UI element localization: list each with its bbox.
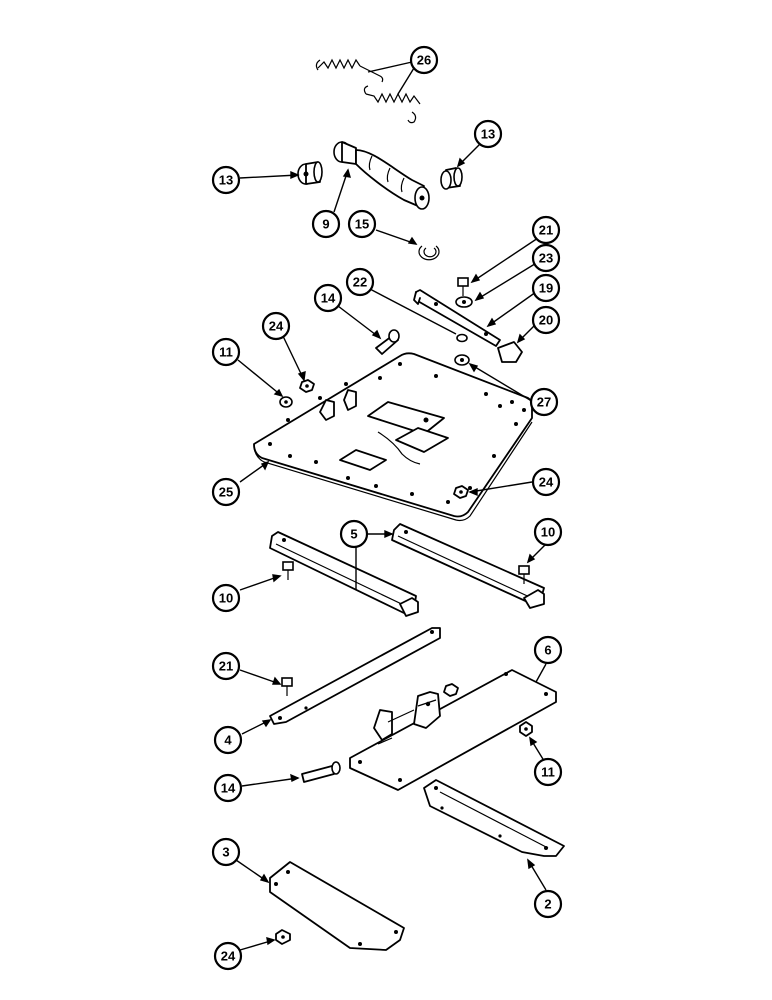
bushing-right (440, 167, 463, 190)
callout-14-lower: 14 (213, 773, 243, 803)
callout-label: 22 (353, 275, 367, 290)
callout-label: 27 (537, 395, 551, 410)
side-plate (269, 861, 405, 951)
callout-label: 20 (539, 313, 553, 328)
callout-4: 4 (213, 725, 243, 755)
bolt-right-10 (518, 565, 530, 584)
callout-24-upper: 24 (261, 311, 291, 341)
callout-label: 23 (539, 251, 553, 266)
callout-label: 14 (221, 781, 236, 796)
callout-label: 10 (219, 591, 233, 606)
callout-14-upper: 14 (313, 283, 343, 313)
callout-label: 2 (544, 897, 551, 912)
mounting-strap (269, 627, 441, 725)
callout-13-left: 13 (211, 165, 241, 195)
nut-right-24 (453, 485, 469, 499)
callout-19: 19 (531, 273, 561, 303)
lower-rail (423, 779, 565, 857)
callout-20: 20 (531, 305, 561, 335)
callout-6: 6 (533, 635, 563, 665)
callout-label: 24 (269, 319, 284, 334)
callout-27: 27 (529, 387, 559, 417)
bracket-plate (349, 669, 557, 791)
lever-plate (413, 289, 501, 347)
lever-knob (497, 341, 523, 363)
bolt-left-10 (282, 561, 294, 580)
callout-label: 24 (221, 949, 236, 964)
callout-26: 26 (409, 45, 439, 75)
callout-label: 24 (539, 475, 554, 490)
callout-label: 3 (222, 845, 229, 860)
callout-label: 6 (544, 643, 551, 658)
callout-15: 15 (347, 209, 377, 239)
bushing-left (297, 161, 323, 185)
callout-24-lower: 24 (213, 941, 243, 971)
callout-label: 21 (539, 223, 553, 238)
callout-label: 13 (481, 127, 495, 142)
leader-lines (235, 61, 547, 951)
pin-lower (301, 761, 341, 783)
callout-label: 26 (417, 53, 431, 68)
seat-base-plate (253, 352, 534, 522)
callout-2: 2 (533, 889, 563, 919)
nut-lower-24 (275, 929, 291, 945)
callout-13-right: 13 (473, 119, 503, 149)
callout-11-lower: 11 (533, 757, 563, 787)
nut-lower-11 (519, 721, 533, 737)
callout-label: 21 (219, 659, 233, 674)
callout-label: 11 (541, 765, 555, 780)
nut-upper-24 (299, 379, 315, 393)
callout-label: 15 (355, 217, 369, 232)
callout-23: 23 (531, 243, 561, 273)
callout-label: 11 (219, 345, 233, 360)
nut-upper-11 (279, 396, 293, 408)
callout-label: 14 (321, 291, 336, 306)
spring-lower (363, 85, 421, 124)
callout-21-lower: 21 (211, 651, 241, 681)
callout-3: 3 (211, 837, 241, 867)
callout-5: 5 (339, 519, 369, 549)
callout-21-upper: 21 (531, 215, 561, 245)
washer-22 (456, 333, 468, 343)
callout-22: 22 (345, 267, 375, 297)
callout-10-left: 10 (211, 583, 241, 613)
nut-bracket (443, 683, 459, 697)
callout-11-upper: 11 (211, 337, 241, 367)
shock-absorber (333, 141, 430, 210)
slide-rail-left (269, 531, 419, 617)
bolt-upper (457, 277, 469, 296)
washer-23 (455, 296, 473, 308)
pin-upper (375, 329, 400, 355)
callout-label: 9 (322, 217, 329, 232)
callout-label: 10 (541, 525, 555, 540)
callout-10-right: 10 (533, 517, 563, 547)
callout-25: 25 (211, 477, 241, 507)
callout-label: 25 (219, 485, 233, 500)
callout-label: 13 (219, 173, 233, 188)
callout-label: 4 (224, 733, 232, 748)
callout-24-right: 24 (531, 467, 561, 497)
spring-upper (315, 58, 384, 83)
washer-27 (454, 354, 470, 366)
bolt-lower-21 (281, 677, 293, 696)
callout-label: 5 (350, 527, 357, 542)
slide-rail-right (391, 523, 545, 609)
retaining-clip (418, 245, 440, 261)
callout-label: 19 (539, 281, 553, 296)
callout-9: 9 (311, 209, 341, 239)
